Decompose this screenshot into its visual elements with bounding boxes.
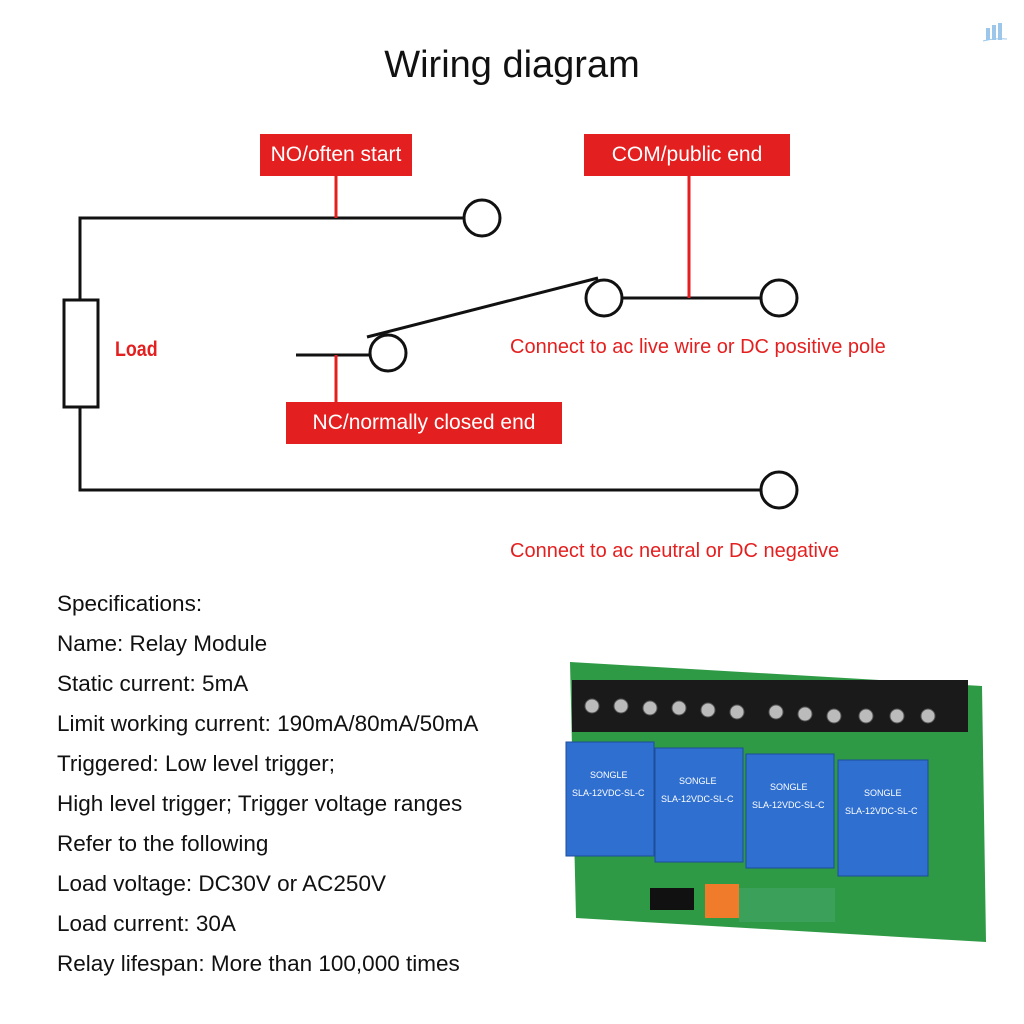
- spec-item: Name: Relay Module: [57, 631, 268, 656]
- svg-text:SLA-12VDC-SL-C: SLA-12VDC-SL-C: [845, 806, 918, 816]
- relay-module-photo: SONGLE SLA-12VDC-SL-C SONGLE SLA-12VDC-SL-…: [565, 662, 986, 942]
- spec-item: Relay lifespan: More than 100,000 times: [57, 951, 460, 976]
- svg-text:SONGLE: SONGLE: [864, 788, 902, 798]
- no-wire: [78, 216, 464, 300]
- spec-item: High level trigger; Trigger voltage rang…: [57, 791, 463, 816]
- nc-terminal: [368, 333, 408, 373]
- spec-item: Limit working current: 190mA/80mA/50mA: [57, 711, 479, 736]
- com-terminal: [759, 278, 799, 318]
- spec-item: Refer to the following: [57, 831, 269, 856]
- svg-text:SLA-12VDC-SL-C: SLA-12VDC-SL-C: [661, 794, 734, 804]
- spec-item: Load current: 30A: [57, 911, 236, 936]
- load-label: Load: [115, 338, 158, 361]
- spec-item: Static current: 5mA: [57, 671, 249, 696]
- com-label: COM/public end: [584, 134, 790, 176]
- building-logo-icon: [982, 23, 1008, 42]
- page-title: Wiring diagram: [384, 44, 640, 86]
- neutral-terminal: [759, 470, 799, 510]
- svg-text:SLA-12VDC-SL-C: SLA-12VDC-SL-C: [572, 788, 645, 798]
- live-note: Connect to ac live wire or DC positive p…: [510, 336, 886, 358]
- spec-heading: Specifications:: [57, 591, 203, 616]
- no-label: NO/often start: [260, 134, 412, 176]
- spec-item: Triggered: Low level trigger;: [57, 751, 336, 776]
- svg-text:SONGLE: SONGLE: [679, 776, 717, 786]
- neutral-note: Connect to ac neutral or DC negative: [510, 540, 840, 562]
- no-terminal: [462, 198, 502, 238]
- specifications-list: Specifications: Name: Relay Module Stati…: [57, 584, 478, 984]
- neutral-wire: [78, 407, 760, 492]
- svg-text:SONGLE: SONGLE: [770, 782, 808, 792]
- com-switch-terminal: [584, 278, 624, 318]
- spec-item: Load voltage: DC30V or AC250V: [57, 871, 386, 896]
- svg-text:SLA-12VDC-SL-C: SLA-12VDC-SL-C: [752, 800, 825, 810]
- svg-text:SONGLE: SONGLE: [590, 770, 628, 780]
- nc-label: NC/normally closed end: [286, 402, 562, 444]
- load-resistor: [62, 298, 100, 409]
- switch-arm: [366, 276, 599, 339]
